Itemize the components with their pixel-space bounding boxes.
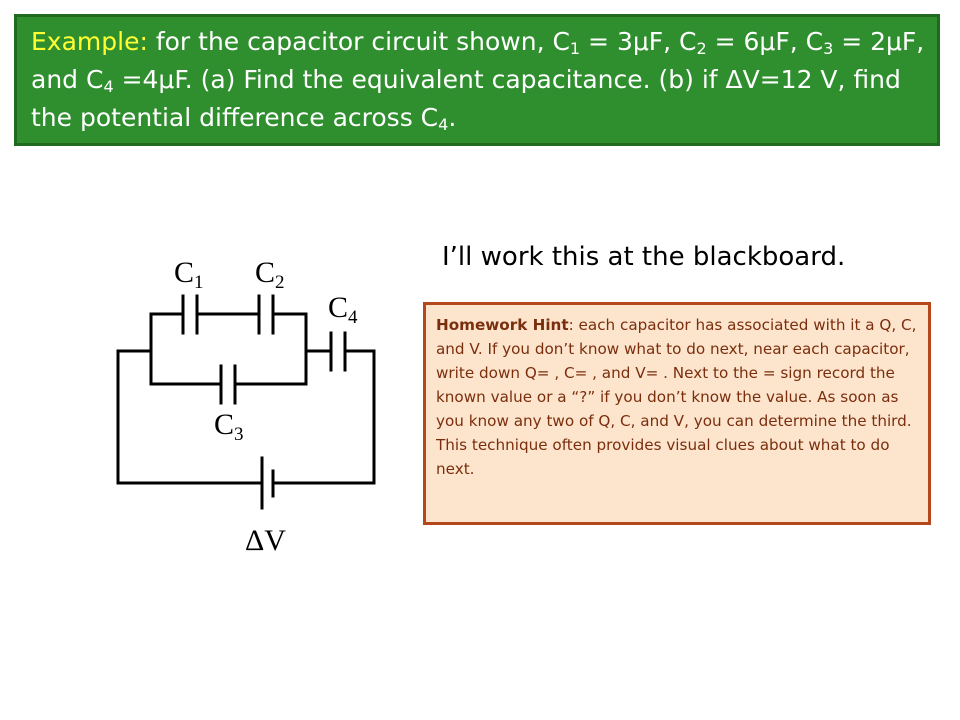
wire-outer-right xyxy=(271,349,376,485)
example-label: Example: xyxy=(31,27,148,56)
homework-hint-box: Homework Hint: each capacitor has associ… xyxy=(423,302,931,525)
c2-label: C2 xyxy=(255,256,285,293)
hint-label: Homework Hint xyxy=(436,316,569,334)
c1-label: C1 xyxy=(174,256,204,293)
c3-label: C3 xyxy=(214,408,244,445)
hint-text: : each capacitor has associated with it … xyxy=(436,316,917,478)
c4-label: C4 xyxy=(328,291,358,328)
problem-statement: Example: for the capacitor circuit shown… xyxy=(14,14,940,146)
wire-outer-left xyxy=(116,349,264,485)
problem-text: for the capacitor circuit shown, C1 = 3μ… xyxy=(31,27,925,134)
wire-top-branch xyxy=(149,312,308,353)
battery-label: ΔV xyxy=(245,524,286,557)
wire-bottom-branch xyxy=(149,349,308,386)
blackboard-note: I’ll work this at the blackboard. xyxy=(442,242,846,272)
